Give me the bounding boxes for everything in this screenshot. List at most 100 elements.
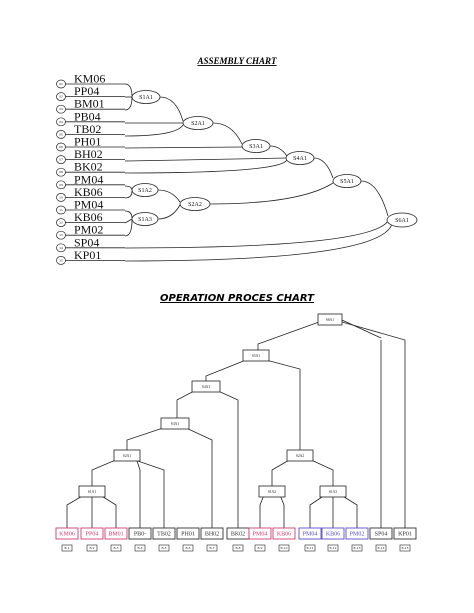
assembly-node-s1a2: S1A2 [131, 183, 159, 197]
leaf-number-box [278, 544, 290, 552]
part-number: 09 [59, 183, 63, 187]
svg-text:S1A2: S1A2 [138, 188, 152, 194]
part-number: 06 [59, 145, 63, 149]
part-number: 15 [59, 258, 63, 262]
operation-leaves: KM06B-1PP04B-2BM01B-3PB0-B-4TB02B-5PH01B… [55, 527, 417, 552]
assembly-part-6: 06 PH01 [56, 135, 125, 152]
assembly-node-s2a1: S2A1 [182, 116, 214, 130]
leaf-code: PM04 [253, 532, 268, 538]
leaf-number: B-1 [64, 546, 69, 550]
part-number: 11 [59, 208, 63, 212]
leaf-number-box [351, 544, 363, 552]
assembly-part-10: 10 KB06 [56, 185, 125, 202]
svg-text:S4A1: S4A1 [293, 156, 307, 162]
part-code: SP04 [74, 235, 99, 249]
leaf-box [345, 527, 369, 540]
leaf-number-box [206, 544, 218, 552]
leaf-number: B-5 [161, 546, 166, 550]
leaf-code: KB06 [277, 532, 291, 538]
leaf-box [80, 527, 104, 540]
leaf-number: B-7 [209, 546, 214, 550]
assembly-node-s1a1: S1A1 [131, 90, 161, 104]
part-number: 01 [59, 82, 63, 86]
operation-node-s3a1: S3A1 [160, 417, 190, 430]
leaf-code: PB0- [134, 532, 146, 538]
assembly-node-s6a1: S6A1 [386, 212, 418, 228]
svg-text:S2A1: S2A1 [191, 121, 205, 127]
assembly-connectors [124, 83, 393, 262]
leaf-number: B-14 [378, 546, 385, 550]
operation-node-s6a1: S6A1 [317, 313, 343, 326]
assembly-part-9: 09 PM04 [56, 172, 125, 190]
operation-leaf-4: PB0-B-4 [128, 527, 152, 552]
part-number: 04 [59, 120, 63, 124]
leaf-code: KM06 [59, 532, 75, 538]
leaf-box [128, 527, 152, 540]
assembly-part-13: 13 PM02 [56, 223, 125, 240]
leaf-number-box [182, 544, 194, 552]
leaf-box [272, 527, 296, 540]
svg-text:S1A3: S1A3 [329, 490, 337, 494]
leaf-number: B-13 [354, 546, 361, 550]
leaf-box [393, 527, 417, 540]
svg-text:S1A2: S1A2 [268, 490, 276, 494]
part-code: PB04 [74, 109, 101, 123]
operation-chart-title: OPERATION PROCES CHART [160, 293, 315, 304]
leaf-code: TB02 [157, 532, 171, 538]
part-code: PM04 [74, 172, 103, 186]
part-code: TB02 [74, 122, 101, 136]
svg-text:S3A1: S3A1 [249, 144, 263, 150]
svg-text:S1A1: S1A1 [139, 95, 153, 101]
part-number: 03 [59, 107, 63, 111]
part-number: 02 [59, 95, 63, 99]
part-code: BH02 [74, 147, 103, 161]
svg-text:S3A1: S3A1 [171, 422, 179, 426]
leaf-number-box [399, 544, 411, 552]
leaf-number: B-15 [402, 546, 409, 550]
operation-node-s1a1: S1A1 [78, 485, 106, 498]
operation-connectors [66, 319, 406, 528]
leaf-number-box [158, 544, 170, 552]
leaf-number-box [61, 544, 73, 552]
leaf-number-box [327, 544, 339, 552]
svg-text:S2A2: S2A2 [296, 454, 304, 458]
part-number: 07 [59, 158, 63, 162]
part-number: 13 [59, 233, 63, 237]
leaf-number: B-9 [257, 546, 262, 550]
leaf-code: SP04 [375, 532, 388, 538]
leaf-code: KP01 [398, 532, 412, 538]
part-code: KB06 [74, 185, 103, 199]
leaf-number-box [304, 544, 316, 552]
operation-node-s5a1: S5A1 [242, 349, 270, 362]
leaf-number: B-12 [330, 546, 337, 550]
part-code: PH01 [74, 135, 101, 149]
assembly-node-s1a3: S1A3 [131, 212, 159, 226]
part-code: PM02 [74, 223, 103, 237]
svg-text:S6A1: S6A1 [395, 218, 409, 224]
part-number: 10 [59, 195, 63, 199]
part-number: 14 [59, 246, 63, 250]
part-number: 12 [59, 221, 63, 225]
leaf-number-box [134, 544, 146, 552]
leaf-box [152, 527, 176, 540]
leaf-box [55, 527, 79, 540]
leaf-code: PM02 [350, 532, 365, 538]
leaf-code: PP04 [86, 532, 99, 538]
leaf-code: BK02 [231, 532, 245, 538]
leaf-box [200, 527, 224, 540]
